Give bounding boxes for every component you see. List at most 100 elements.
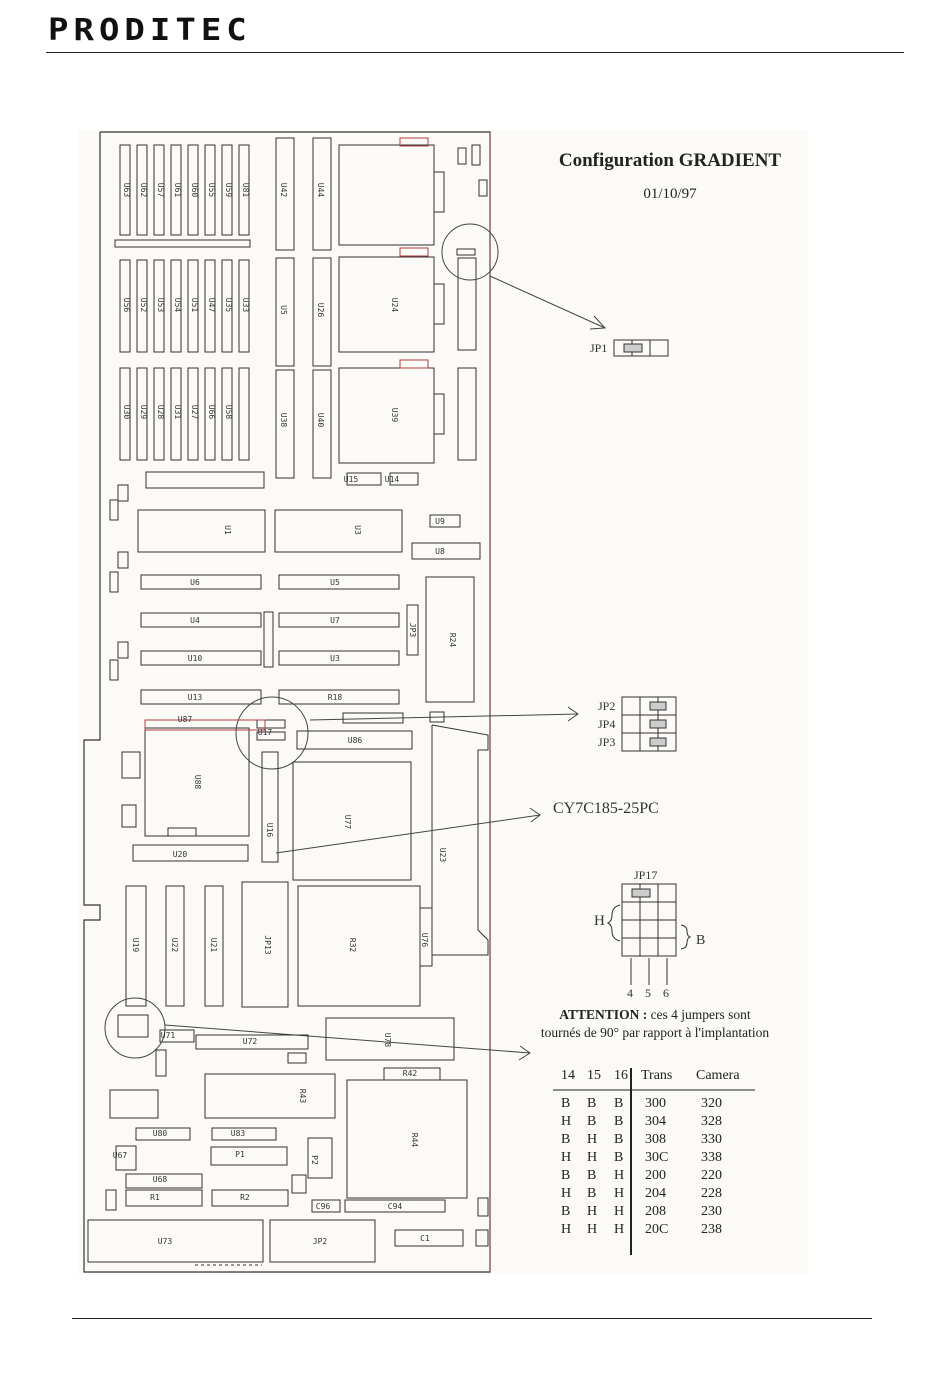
diagram-date: 01/10/97: [643, 186, 697, 202]
memory-chip: [204, 367, 216, 461]
chip-label: U27: [190, 405, 199, 420]
table-cell: 338: [701, 1150, 722, 1165]
chip-label: U33: [241, 298, 250, 313]
chip-label: R1: [150, 1193, 160, 1202]
chip-u15: [137, 509, 266, 553]
chip-u22: [241, 881, 289, 1008]
connector-p2: [87, 1219, 264, 1263]
table-cell: 308: [645, 1132, 666, 1147]
chip-label: U4: [190, 616, 200, 625]
bus-bar: [114, 239, 251, 248]
memory-chip: [204, 144, 216, 236]
chip-label: U71: [161, 1031, 176, 1040]
chip-label: C1: [420, 1234, 430, 1243]
chip-label: U13: [188, 693, 203, 702]
memory-chip: [238, 144, 250, 236]
chip-label: U63: [122, 183, 131, 198]
memory-chip: [221, 144, 233, 236]
chip-label: R43: [298, 1089, 307, 1104]
chip-label: U38: [279, 413, 288, 428]
chip-label: R42: [403, 1069, 418, 1078]
table-cell: B: [614, 1096, 624, 1111]
jp-bottom-highlight-circle: [104, 997, 166, 1059]
table-header-trans: Trans: [641, 1068, 673, 1083]
chip-label: U53: [156, 298, 165, 313]
chip-label: U31: [173, 405, 182, 420]
memory-chip: [119, 259, 131, 353]
chip-label: U30: [122, 405, 131, 420]
chip-label: U40: [316, 413, 325, 428]
chip-u88: [292, 761, 412, 881]
chip-u23: [325, 1017, 455, 1061]
chip-u17: [144, 727, 250, 837]
table-cell: B: [561, 1204, 571, 1219]
memory-chip: [119, 144, 131, 236]
memory-chip: [187, 259, 199, 353]
table-cell: 238: [701, 1222, 722, 1237]
table-cell: H: [614, 1222, 625, 1237]
memory-chip: [238, 259, 250, 353]
jp3-label: JP3: [598, 735, 616, 749]
memory-chip: [221, 259, 233, 353]
connector-p1: [269, 1219, 376, 1263]
memory-chip: [204, 259, 216, 353]
table-cell: H: [561, 1114, 572, 1129]
chip-u26: [275, 369, 295, 479]
memory-chip: [170, 259, 182, 353]
chip-label: R44: [410, 1133, 419, 1148]
chip-label: U59: [224, 183, 233, 198]
table-cell: H: [561, 1222, 572, 1237]
chip-label: U86: [348, 736, 363, 745]
table-cell: H: [614, 1204, 625, 1219]
chip-label: U67: [113, 1151, 128, 1160]
pin-4: 4: [627, 986, 633, 1000]
pin-6: 6: [663, 986, 669, 1000]
chip-label: U88: [193, 775, 202, 790]
chip-label: U77: [343, 815, 352, 830]
chip-label: U44: [316, 183, 325, 198]
pin-5: 5: [645, 986, 651, 1000]
chip-label: U20: [173, 850, 188, 859]
chip-label: U7: [330, 616, 340, 625]
table-cell: B: [587, 1186, 597, 1201]
chip-label: U52: [139, 298, 148, 313]
chip-label: U80: [153, 1129, 168, 1138]
chip-label: U62: [139, 183, 148, 198]
attention-note: ATTENTION : ces 4 jumpers sont tournés d…: [505, 1006, 805, 1042]
memory-chip: [136, 367, 148, 461]
jp234-highlight-circle: [235, 696, 309, 770]
memory-chip: [221, 367, 233, 461]
table-cell: 204: [645, 1186, 666, 1201]
chip-u86: [261, 751, 279, 863]
chip-label: R2: [240, 1193, 250, 1202]
chip-u58b: [312, 137, 332, 251]
chip-label: U66: [207, 405, 216, 420]
chip-label: U57: [156, 183, 165, 198]
chip-u44: [275, 257, 295, 367]
table-cell: B: [587, 1114, 597, 1129]
chip-label: U73: [158, 1237, 173, 1246]
chip-u24: [312, 369, 332, 479]
chip-label: U8: [435, 547, 445, 556]
table-cell: 330: [701, 1132, 722, 1147]
jp1-highlight-circle: [441, 223, 499, 281]
table-cell: B: [561, 1132, 571, 1147]
jp1-jumper: [613, 339, 669, 357]
table-cell: B: [614, 1150, 624, 1165]
connector-jp13: [431, 724, 489, 956]
chip-label: U87: [178, 715, 193, 724]
chip-u42: [312, 257, 332, 367]
chip-label: U35: [224, 298, 233, 313]
memory-chip: [170, 144, 182, 236]
chip-label: U15: [344, 475, 359, 484]
table-header-15: 15: [587, 1068, 601, 1083]
table-cell: 320: [701, 1096, 722, 1111]
table-cell: B: [614, 1132, 624, 1147]
chip-label: U78: [383, 1033, 392, 1048]
chip-label: U16: [265, 823, 274, 838]
table-cell: 200: [645, 1168, 666, 1183]
chip-label: U3: [353, 525, 362, 535]
table-cell: H: [587, 1150, 598, 1165]
chip-label: U22: [170, 938, 179, 953]
jumpers-jp2-jp4-jp3: [621, 696, 677, 752]
